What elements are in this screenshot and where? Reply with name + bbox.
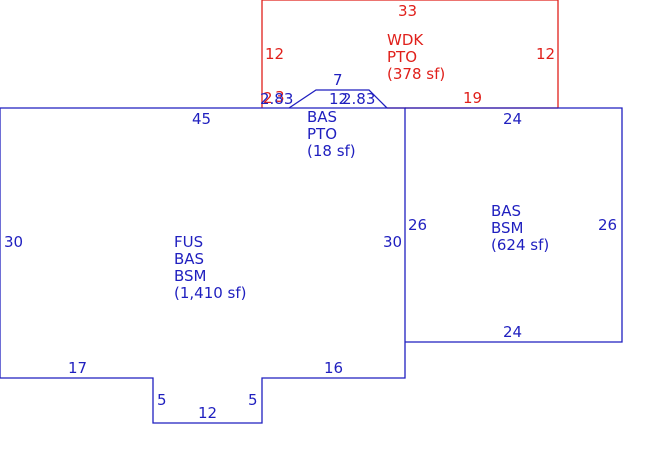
deck-area-line-1: WDK [387, 31, 424, 49]
east-right-dim: 26 [598, 216, 617, 234]
deck-area-line-2: PTO [387, 48, 417, 66]
east-area-line-3: (624 sf) [491, 236, 549, 254]
main-top-dim: 45 [192, 110, 211, 128]
deck-left-dim: 12 [265, 45, 284, 63]
east-wing-outline [405, 107, 623, 343]
deck-right-dim: 12 [536, 45, 555, 63]
notch-left-dim: 5 [157, 391, 167, 409]
east-top-dim: 24 [503, 110, 522, 128]
patio-area-label: BAS PTO (18 sf) [307, 108, 356, 160]
patio-area-line-2: PTO [307, 125, 337, 143]
notch-right-dim: 5 [248, 391, 258, 409]
deck-small-dim-b: 3 [275, 88, 285, 106]
deck-top-dim: 33 [398, 2, 417, 20]
deck-outline [261, 0, 559, 108]
patio-mid-dim: 12 [329, 90, 348, 108]
main-bottom-right-dim: 16 [324, 359, 343, 377]
east-left-dim: 26 [408, 216, 427, 234]
main-area-line-4: (1,410 sf) [174, 284, 247, 302]
patio-area-line-3: (18 sf) [307, 142, 356, 160]
main-left-dim: 30 [4, 233, 23, 251]
deck-area-label: WDK PTO (378 sf) [387, 31, 445, 83]
patio-outline [288, 89, 388, 109]
patio-right-dim: 2.83 [342, 90, 375, 108]
patio-area-line-1: BAS [307, 108, 337, 126]
main-house-outline [0, 107, 406, 424]
notch-bottom-dim: 12 [198, 404, 217, 422]
main-area-line-1: FUS [174, 233, 203, 251]
east-area-line-2: BSM [491, 219, 524, 237]
main-area-line-2: BAS [174, 250, 204, 268]
main-bottom-left-dim: 17 [68, 359, 87, 377]
east-area-label: BAS BSM (624 sf) [491, 202, 549, 254]
patio-left-dim: 2.83 [260, 90, 293, 108]
deck-bottom-dim: 19 [463, 89, 482, 107]
main-area-line-3: BSM [174, 267, 207, 285]
east-area-line-1: BAS [491, 202, 521, 220]
main-right-dim: 30 [383, 233, 402, 251]
patio-top-dim: 7 [333, 71, 343, 89]
deck-small-dim-a: 2 [263, 89, 273, 107]
east-bottom-dim: 24 [503, 323, 522, 341]
main-area-label: FUS BAS BSM (1,410 sf) [174, 233, 247, 302]
deck-area-line-3: (378 sf) [387, 65, 445, 83]
